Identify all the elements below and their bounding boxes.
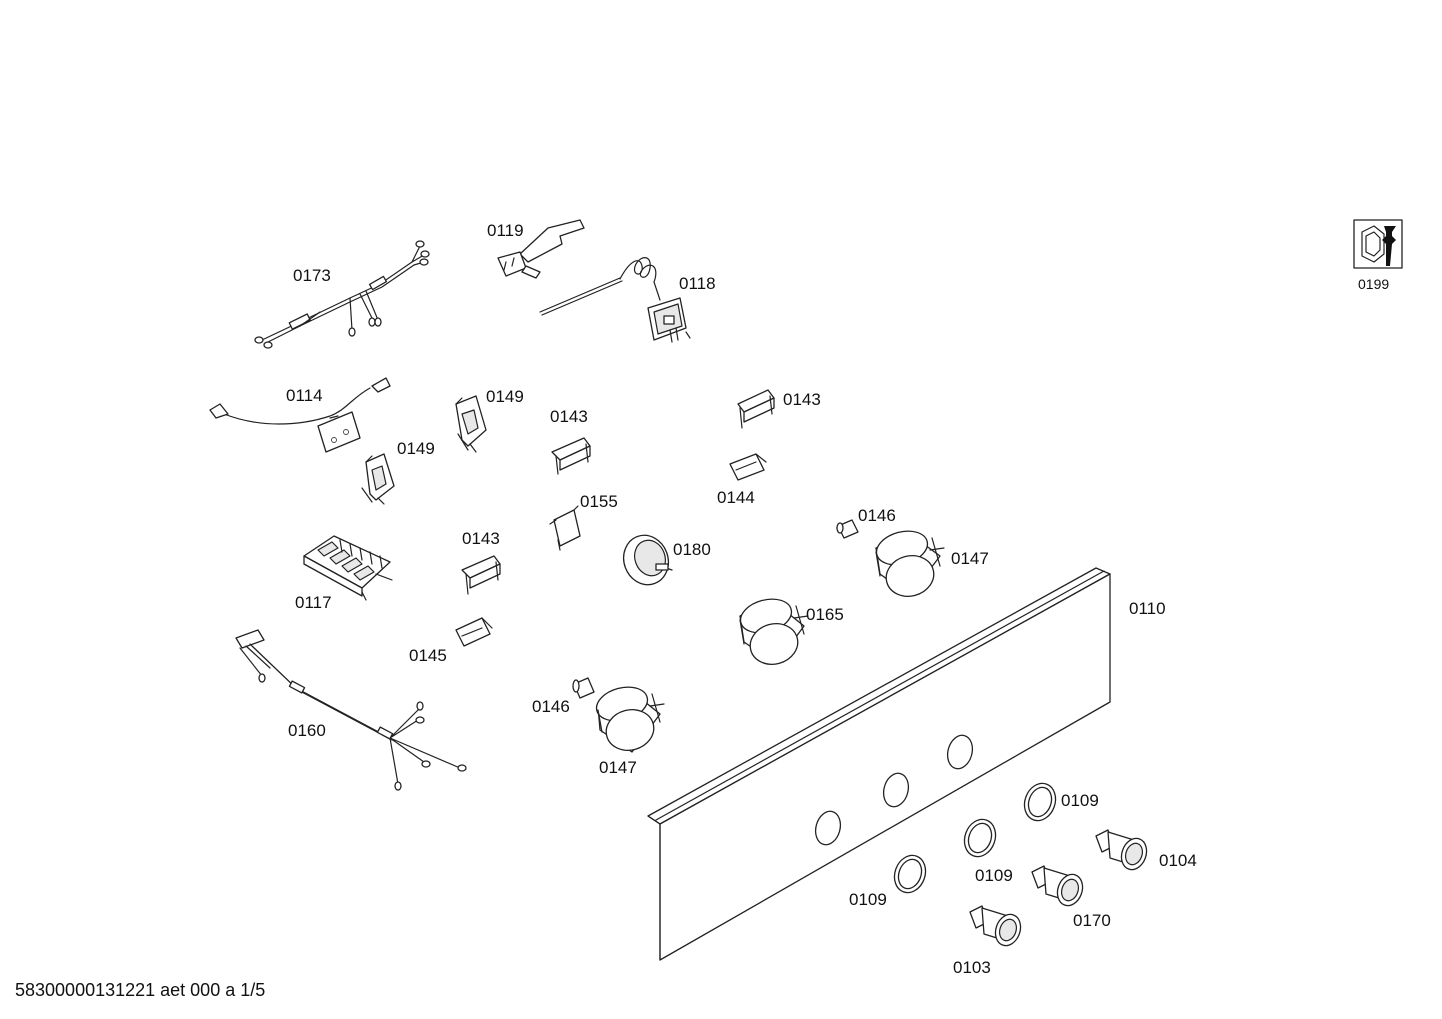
label-0147-lower: 0147 bbox=[599, 758, 637, 777]
label-0173: 0173 bbox=[293, 266, 331, 285]
part-0119-bracket[interactable] bbox=[497, 219, 585, 279]
label-0149-lower: 0149 bbox=[397, 439, 435, 458]
label-0146-lower: 0146 bbox=[532, 697, 570, 716]
part-0149-connector-upper[interactable] bbox=[455, 395, 487, 453]
part-0144-clip[interactable] bbox=[729, 453, 767, 481]
part-0165-sleeve[interactable] bbox=[737, 594, 809, 670]
part-0109-ring-b[interactable] bbox=[959, 815, 1000, 861]
label-0119: 0119 bbox=[487, 221, 524, 240]
label-0143-c: 0143 bbox=[462, 529, 500, 548]
label-0155: 0155 bbox=[580, 492, 618, 511]
label-0114: 0114 bbox=[286, 386, 323, 405]
part-0109-ring-c[interactable] bbox=[889, 851, 930, 897]
part-0147-sleeve-upper[interactable] bbox=[873, 526, 945, 602]
label-0160: 0160 bbox=[288, 721, 326, 740]
label-0146-upper: 0146 bbox=[858, 506, 896, 525]
part-0104-knob[interactable] bbox=[1095, 829, 1151, 873]
label-0199: 0199 bbox=[1358, 276, 1389, 292]
part-0114-sensor[interactable] bbox=[209, 377, 391, 453]
part-0180-housing[interactable] bbox=[617, 529, 675, 591]
part-0109-ring-a[interactable] bbox=[1019, 779, 1060, 825]
drawing-reference-number: 58300000131221 aet 000 a 1/5 bbox=[15, 980, 266, 1000]
label-0118: 0118 bbox=[679, 274, 716, 293]
part-0160-wire-harness[interactable] bbox=[235, 629, 467, 791]
part-0155-bracket[interactable] bbox=[549, 505, 581, 551]
label-0170: 0170 bbox=[1073, 911, 1111, 930]
part-0173-wire-harness[interactable] bbox=[254, 240, 430, 349]
part-0143-clip-b[interactable] bbox=[737, 389, 775, 429]
part-0146-cap-upper[interactable] bbox=[836, 519, 859, 539]
part-0143-clip-c[interactable] bbox=[461, 555, 501, 595]
label-0117: 0117 bbox=[295, 593, 332, 612]
label-0165: 0165 bbox=[806, 605, 844, 624]
part-0147-sleeve-lower[interactable] bbox=[593, 682, 665, 756]
label-0144: 0144 bbox=[717, 488, 755, 507]
label-0109-a: 0109 bbox=[1061, 791, 1099, 810]
label-0109-c: 0109 bbox=[849, 890, 887, 909]
label-0145: 0145 bbox=[409, 646, 447, 665]
label-0147-upper: 0147 bbox=[951, 549, 989, 568]
part-0143-clip-a[interactable] bbox=[551, 437, 591, 475]
part-0170-knob[interactable] bbox=[1031, 865, 1087, 909]
part-0199-wrench-icon[interactable] bbox=[1353, 219, 1403, 269]
part-0117-selector-switch[interactable] bbox=[303, 535, 393, 601]
label-0103: 0103 bbox=[953, 958, 991, 977]
label-0110: 0110 bbox=[1129, 599, 1166, 618]
part-0146-cap-lower[interactable] bbox=[572, 677, 595, 699]
label-0104: 0104 bbox=[1159, 851, 1197, 870]
label-0143-b: 0143 bbox=[783, 390, 821, 409]
label-0149-upper: 0149 bbox=[486, 387, 524, 406]
label-0180: 0180 bbox=[673, 540, 711, 559]
label-0143-a: 0143 bbox=[550, 407, 588, 426]
part-0103-knob[interactable] bbox=[969, 905, 1025, 949]
part-0110-control-panel[interactable] bbox=[647, 567, 1111, 961]
part-0145-clip[interactable] bbox=[455, 617, 493, 647]
label-0109-b: 0109 bbox=[975, 866, 1013, 885]
part-0118-thermostat[interactable] bbox=[539, 257, 691, 343]
part-0149-connector-lower[interactable] bbox=[361, 453, 395, 505]
